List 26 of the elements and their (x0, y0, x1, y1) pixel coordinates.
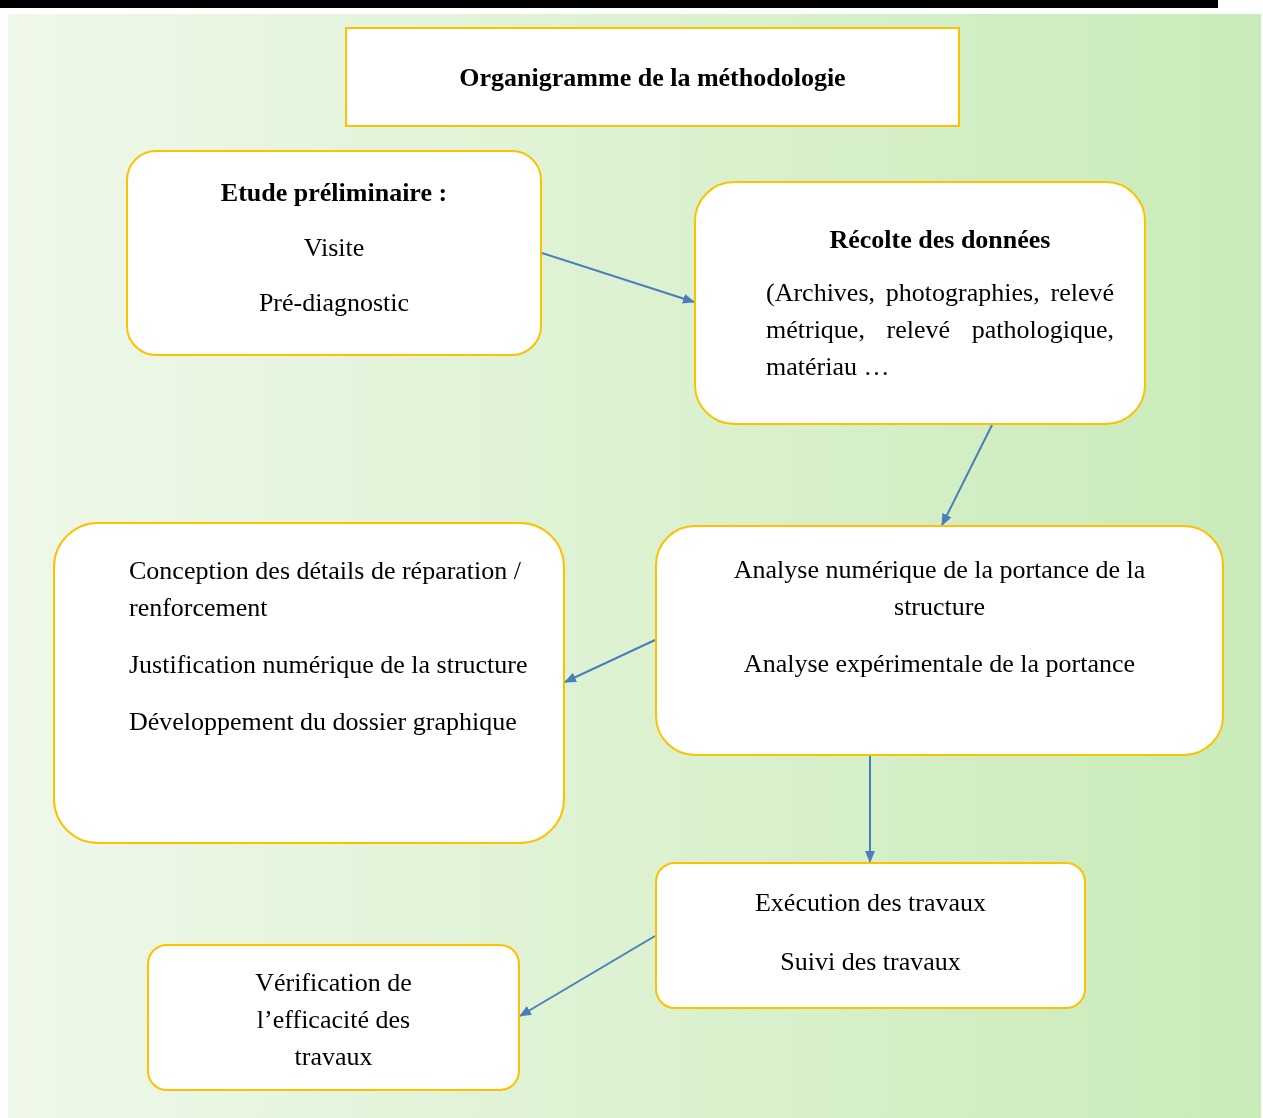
box-text: Pré-diagnostic (258, 287, 410, 319)
box-heading: Etude préliminaire : (220, 177, 448, 209)
arrow (519, 935, 656, 1017)
box-heading: Récolte des données (828, 224, 1052, 256)
box-text: Analyse numérique de la portance de la structure (732, 554, 1147, 623)
process-box (345, 27, 960, 127)
arrow (564, 639, 656, 683)
box-text: Vérification de l’efficacité des travaux (254, 967, 413, 1073)
box-text: Exécution des travaux (754, 887, 987, 919)
arrow (541, 252, 695, 304)
process-box (655, 862, 1086, 1009)
process-box (147, 944, 520, 1091)
box-text: (Archives, photographies, relevé métrique, relevé pathologique, matériau … (766, 277, 1114, 383)
box-text: Visite (303, 232, 365, 264)
box-heading: Organigramme de la méthodologie (459, 61, 846, 94)
process-box (53, 522, 565, 844)
box-text: Conception des détails de réparation / renforcement (129, 555, 523, 624)
arrow (865, 755, 875, 863)
box-text: Justification numérique de la structure (129, 649, 529, 681)
process-box (126, 150, 542, 356)
box-text: Analyse expérimentale de la portance (742, 648, 1137, 680)
box-text: Suivi des travaux (779, 946, 962, 978)
process-box (655, 525, 1224, 756)
box-text: Développement du dossier graphique (129, 706, 518, 738)
process-box (694, 181, 1146, 425)
arrow (941, 424, 993, 526)
